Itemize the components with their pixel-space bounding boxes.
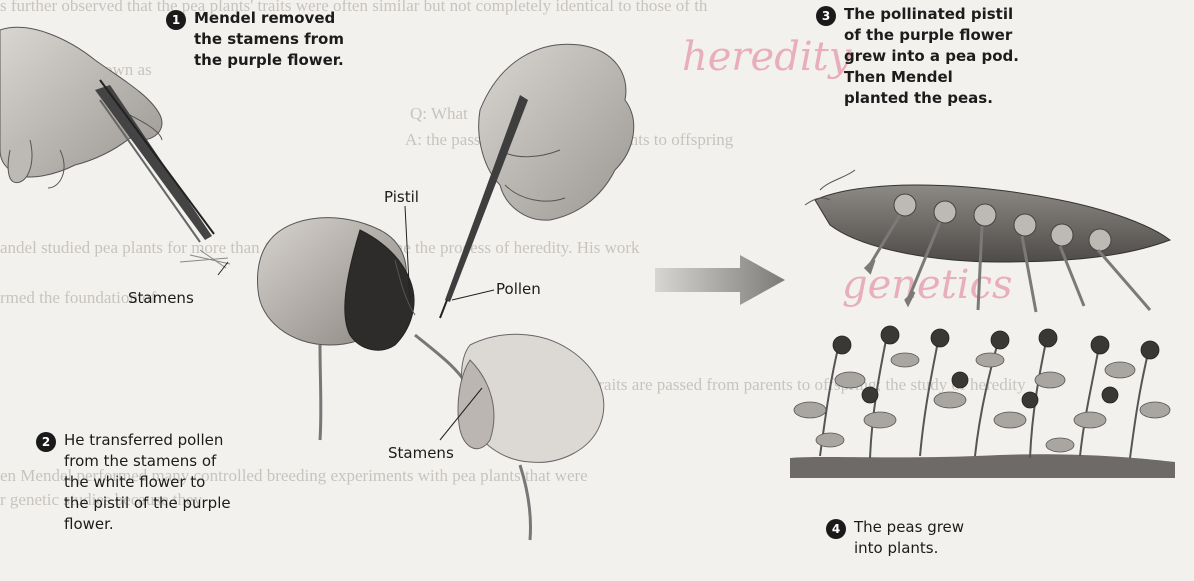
step-text-line: the pistil of the purple [64, 493, 231, 514]
step-text-line: The pollinated pistil [844, 4, 1019, 25]
step-text-line: Then Mendel [844, 67, 1019, 88]
step-text-line: planted the peas. [844, 88, 1019, 109]
white-flower [458, 334, 604, 540]
step-number-badge: 3 [816, 6, 836, 26]
step-4-text: The peas grew into plants. [854, 517, 964, 559]
step-number-badge: 4 [826, 519, 846, 539]
step-text-line: of the purple flower [844, 25, 1019, 46]
label-pollen: Pollen [496, 280, 541, 298]
pea-pod [805, 170, 1170, 312]
step-text-line: the purple flower. [194, 50, 344, 71]
step-text-line: grew into a pea pod. [844, 46, 1019, 67]
step-2-callout: 2 He transferred pollen from the stamens… [36, 430, 231, 535]
step-text-line: into plants. [854, 538, 964, 559]
step-4-callout: 4 The peas grew into plants. [826, 517, 964, 559]
purple-flower [258, 218, 471, 440]
label-pistil: Pistil [384, 188, 419, 206]
step-3-callout: 3 The pollinated pistil of the purple fl… [816, 4, 1019, 109]
step-number-badge: 1 [166, 10, 186, 30]
step-text-line: flower. [64, 514, 231, 535]
label-stamens-left: Stamens [128, 289, 194, 307]
step-number-badge: 2 [36, 432, 56, 452]
step-2-text: He transferred pollen from the stamens o… [64, 430, 231, 535]
step-text-line: Mendel removed [194, 8, 344, 29]
step-text-line: the white flower to [64, 472, 231, 493]
step-3-text: The pollinated pistil of the purple flow… [844, 4, 1019, 109]
step-text-line: from the stamens of [64, 451, 231, 472]
pollen-pointer [452, 290, 494, 300]
step-text-line: The peas grew [854, 517, 964, 538]
right-hand-with-brush [440, 44, 634, 318]
process-arrow [655, 255, 785, 305]
step-1-callout: 1 Mendel removed the stamens from the pu… [166, 8, 344, 71]
step-1-text: Mendel removed the stamens from the purp… [194, 8, 344, 71]
label-stamens-bottom: Stamens [388, 444, 454, 462]
step-text-line: He transferred pollen [64, 430, 231, 451]
step-text-line: the stamens from [194, 29, 344, 50]
removed-stamens [180, 250, 230, 268]
pea-plants [790, 326, 1175, 478]
